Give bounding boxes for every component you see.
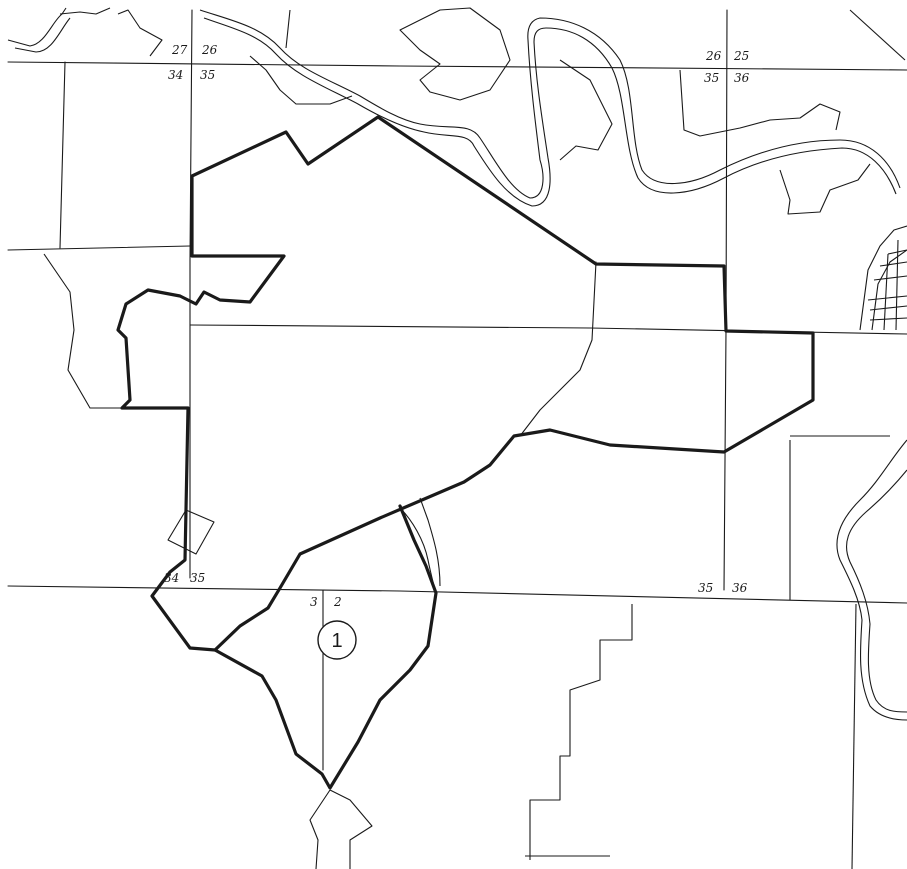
township-line-north xyxy=(7,61,907,71)
parcel-east-block xyxy=(779,163,871,215)
section-label: 27 xyxy=(171,43,188,57)
boundary-south-lobe xyxy=(213,504,438,790)
section-label: 36 xyxy=(734,71,750,85)
section-line-west xyxy=(59,61,66,249)
project-boundary xyxy=(116,115,815,790)
subdivision-lots xyxy=(859,225,907,331)
creek-north xyxy=(59,7,111,15)
inner-parcel-line xyxy=(591,261,597,341)
parcel-south-center xyxy=(329,789,373,869)
quarter-line xyxy=(7,245,191,251)
parcel-small-square xyxy=(167,509,215,555)
diagonal-northeast xyxy=(849,9,906,61)
road-east-inner xyxy=(846,469,907,713)
parcel-north-edge xyxy=(285,9,291,49)
lot-outline-1 xyxy=(859,225,907,331)
parcel-north-loop xyxy=(399,7,511,101)
parcel-south-right xyxy=(529,604,633,860)
township-line-south xyxy=(7,585,907,604)
parcel-southeast-edge xyxy=(851,603,857,869)
section-label: 2 xyxy=(333,595,342,609)
section-label: 35 xyxy=(200,68,215,82)
section-label: 25 xyxy=(733,49,749,63)
parcel-north-right xyxy=(559,59,613,161)
lot-row-5 xyxy=(879,261,907,267)
marker-circle xyxy=(317,620,357,660)
boundary-main xyxy=(116,115,815,652)
section-label: 34 xyxy=(164,571,179,585)
section-label: 35 xyxy=(698,581,713,595)
section-label: 26 xyxy=(705,49,722,63)
section-label: 26 xyxy=(201,43,218,57)
road-northwest-inner xyxy=(14,17,71,53)
map-marker: 1 xyxy=(317,620,357,660)
section-line-center xyxy=(189,9,193,579)
section-label: 36 xyxy=(732,581,748,595)
lot-col-1 xyxy=(883,253,889,331)
lot-col-2 xyxy=(895,239,899,331)
roads-and-parcels xyxy=(7,7,907,869)
marker-label: 1 xyxy=(331,630,342,652)
parcel-north-left xyxy=(117,9,163,57)
creek-south-2 xyxy=(419,497,441,587)
road-northwest xyxy=(7,7,67,47)
parcel-west-lobe xyxy=(43,253,122,409)
section-label: 35 xyxy=(704,71,719,85)
parcel-north-center xyxy=(249,55,353,105)
lot-row-4 xyxy=(873,275,907,281)
lot-row-3 xyxy=(869,317,907,321)
road-east xyxy=(836,439,907,721)
parcel-south-center-2 xyxy=(309,789,331,869)
lot-outline-2 xyxy=(871,249,907,331)
section-labels: 27 26 34 35 26 25 35 36 34 35 3 2 35 36 xyxy=(164,43,750,609)
section-label: 35 xyxy=(190,571,205,585)
section-label: 34 xyxy=(168,68,183,82)
parcel-northeast xyxy=(679,69,841,137)
lot-row-1 xyxy=(867,295,907,301)
parcel-center-diag xyxy=(519,339,593,437)
section-label: 3 xyxy=(310,595,318,609)
lot-row-2 xyxy=(869,305,907,311)
section-grid-lines xyxy=(7,9,907,771)
road-north-main xyxy=(199,9,901,199)
road-north-main-inner xyxy=(203,17,897,207)
